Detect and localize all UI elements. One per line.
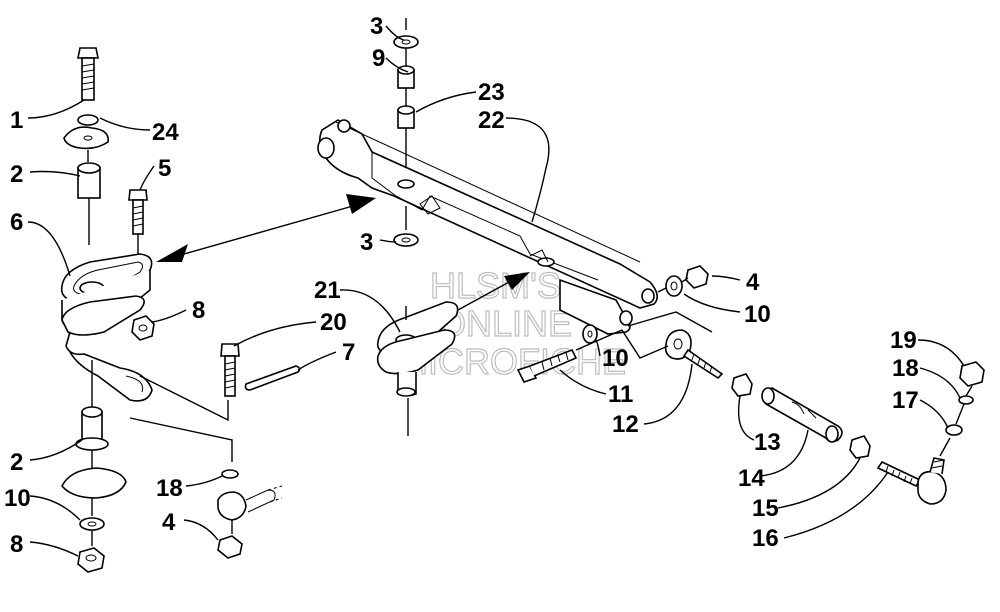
washer-part-3-lower bbox=[393, 233, 419, 247]
adjuster-sleeve-part-14 bbox=[761, 387, 843, 443]
bolt-part-11 bbox=[516, 348, 578, 383]
bushing-part-2-top bbox=[77, 162, 101, 199]
washer-part-10-mid bbox=[582, 324, 598, 344]
jam-nut-part-13 bbox=[731, 373, 753, 397]
callout-5: 5 bbox=[158, 155, 171, 182]
callout-6: 6 bbox=[10, 209, 23, 236]
callout-15: 15 bbox=[752, 495, 779, 522]
callout-10-mid: 10 bbox=[602, 345, 629, 372]
bolt-part-5 bbox=[128, 189, 148, 235]
callout-20: 20 bbox=[320, 309, 347, 336]
ball-joint-sketch bbox=[217, 485, 283, 521]
steering-arm-part-21 bbox=[376, 301, 459, 397]
callout-4-right: 4 bbox=[746, 269, 760, 296]
callout-8-bottom: 8 bbox=[10, 531, 23, 558]
callout-2-bottom: 2 bbox=[10, 449, 23, 476]
tie-rod-arm-part-22 bbox=[317, 119, 658, 335]
callout-1: 1 bbox=[10, 107, 23, 134]
nut-part-4-left bbox=[217, 535, 243, 559]
assembly-arrow bbox=[457, 272, 530, 311]
callout-labels: 1 24 2 5 6 8 20 7 2 18 10 4 8 3 9 23 22 … bbox=[4, 13, 919, 558]
washer-part-18-right bbox=[958, 395, 974, 405]
callout-13: 13 bbox=[754, 429, 781, 456]
washer-part-18-left bbox=[221, 469, 239, 479]
bolt-part-20 bbox=[220, 343, 240, 397]
jam-nut-part-15 bbox=[849, 435, 871, 459]
left-assembly bbox=[60, 47, 301, 573]
rod-end-part-16 bbox=[876, 457, 947, 505]
callout-23: 23 bbox=[478, 79, 505, 106]
callout-18-left: 18 bbox=[156, 475, 183, 502]
right-assembly bbox=[731, 361, 985, 505]
bolt-part-1 bbox=[77, 47, 99, 101]
watermark-line-1: HLSM'S bbox=[430, 265, 561, 306]
callout-21: 21 bbox=[314, 277, 341, 304]
relation-arrow bbox=[156, 194, 376, 262]
rod-end-part-12 bbox=[664, 329, 724, 380]
bushing-part-23 bbox=[397, 105, 415, 129]
bushing-part-2-bottom bbox=[75, 406, 109, 451]
washer-part-10-right bbox=[665, 275, 683, 297]
callout-22: 22 bbox=[478, 107, 505, 134]
callout-12: 12 bbox=[612, 411, 639, 438]
callout-4-left: 4 bbox=[162, 509, 176, 536]
callout-10-left: 10 bbox=[4, 485, 31, 512]
spacer-part-9 bbox=[397, 65, 415, 89]
washer-part-10-left bbox=[79, 517, 105, 531]
nut-part-4-right bbox=[685, 265, 709, 289]
callout-11: 11 bbox=[608, 381, 633, 408]
callout-24: 24 bbox=[152, 119, 179, 146]
callout-16: 16 bbox=[752, 525, 779, 552]
center-assembly bbox=[317, 18, 724, 436]
callout-3-top: 3 bbox=[370, 13, 383, 40]
callout-7: 7 bbox=[342, 339, 355, 366]
washer-part-24 bbox=[63, 114, 109, 150]
washer-part-17 bbox=[945, 424, 963, 436]
callout-10-right: 10 bbox=[744, 301, 771, 328]
callout-9: 9 bbox=[372, 45, 385, 72]
shim-plate bbox=[61, 467, 127, 499]
callout-17: 17 bbox=[892, 387, 919, 414]
callout-18-right: 18 bbox=[892, 355, 919, 382]
callout-14: 14 bbox=[738, 465, 765, 492]
nut-part-8-top bbox=[131, 315, 155, 341]
callout-2-top: 2 bbox=[10, 161, 23, 188]
callout-3-lower: 3 bbox=[360, 229, 373, 256]
callout-8-top: 8 bbox=[192, 297, 205, 324]
nut-part-19 bbox=[959, 361, 985, 387]
steering-arm-part-6 bbox=[60, 253, 153, 402]
cotter-pin-part-7 bbox=[244, 365, 301, 391]
leader-lines bbox=[27, 25, 965, 557]
nut-part-8-bottom bbox=[77, 547, 105, 573]
callout-19: 19 bbox=[890, 327, 917, 354]
